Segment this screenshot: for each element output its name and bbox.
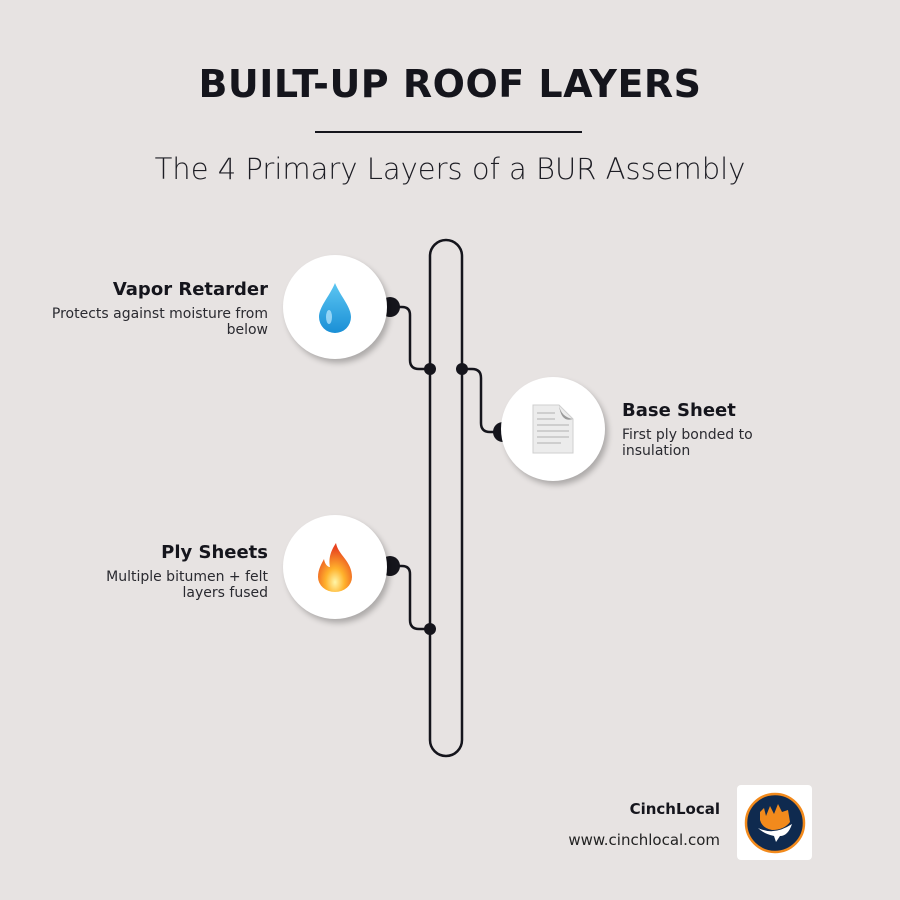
fire-icon: [318, 543, 352, 592]
base-sheet-icon-circle: [501, 377, 605, 481]
connector-base: [462, 367, 503, 434]
connector-vapor: [390, 305, 430, 371]
layer-vapor-retarder: Vapor Retarder Protects against moisture…: [28, 279, 268, 338]
layer-title: Vapor Retarder: [112, 279, 268, 300]
connector-ply: [390, 564, 430, 631]
layer-description: Multiple bitumen + felt layers fused: [106, 569, 268, 601]
vapor-retarder-icon-circle: [283, 255, 387, 359]
layer-description: First ply bonded to insulation: [622, 427, 753, 459]
brand-name: CinchLocal: [629, 800, 720, 818]
layer-title: Ply Sheets: [161, 542, 268, 563]
layer-ply-sheets: Ply Sheets Multiple bitumen + felt layer…: [68, 542, 268, 601]
layer-base-sheet: Base Sheet First ply bonded to insulatio…: [622, 400, 802, 459]
ply-sheets-icon-circle: [283, 515, 387, 619]
layer-description: Protects against moisture from below: [51, 306, 268, 338]
central-track: [428, 238, 464, 758]
junction-vapor: [424, 363, 436, 375]
brand-url[interactable]: www.cinchlocal.com: [568, 831, 720, 849]
brand-logo: [737, 785, 812, 860]
document-icon: [532, 404, 574, 454]
layer-title: Base Sheet: [622, 400, 736, 421]
water-drop-icon: [319, 283, 351, 333]
cinchlocal-logo-icon: [744, 792, 805, 853]
junction-ply: [424, 623, 436, 635]
page-title: BUILT-UP ROOF LAYERS: [198, 62, 702, 106]
page-subtitle: The 4 Primary Layers of a BUR Assembly: [154, 152, 746, 186]
junction-base: [456, 363, 468, 375]
title-divider: [315, 131, 582, 133]
